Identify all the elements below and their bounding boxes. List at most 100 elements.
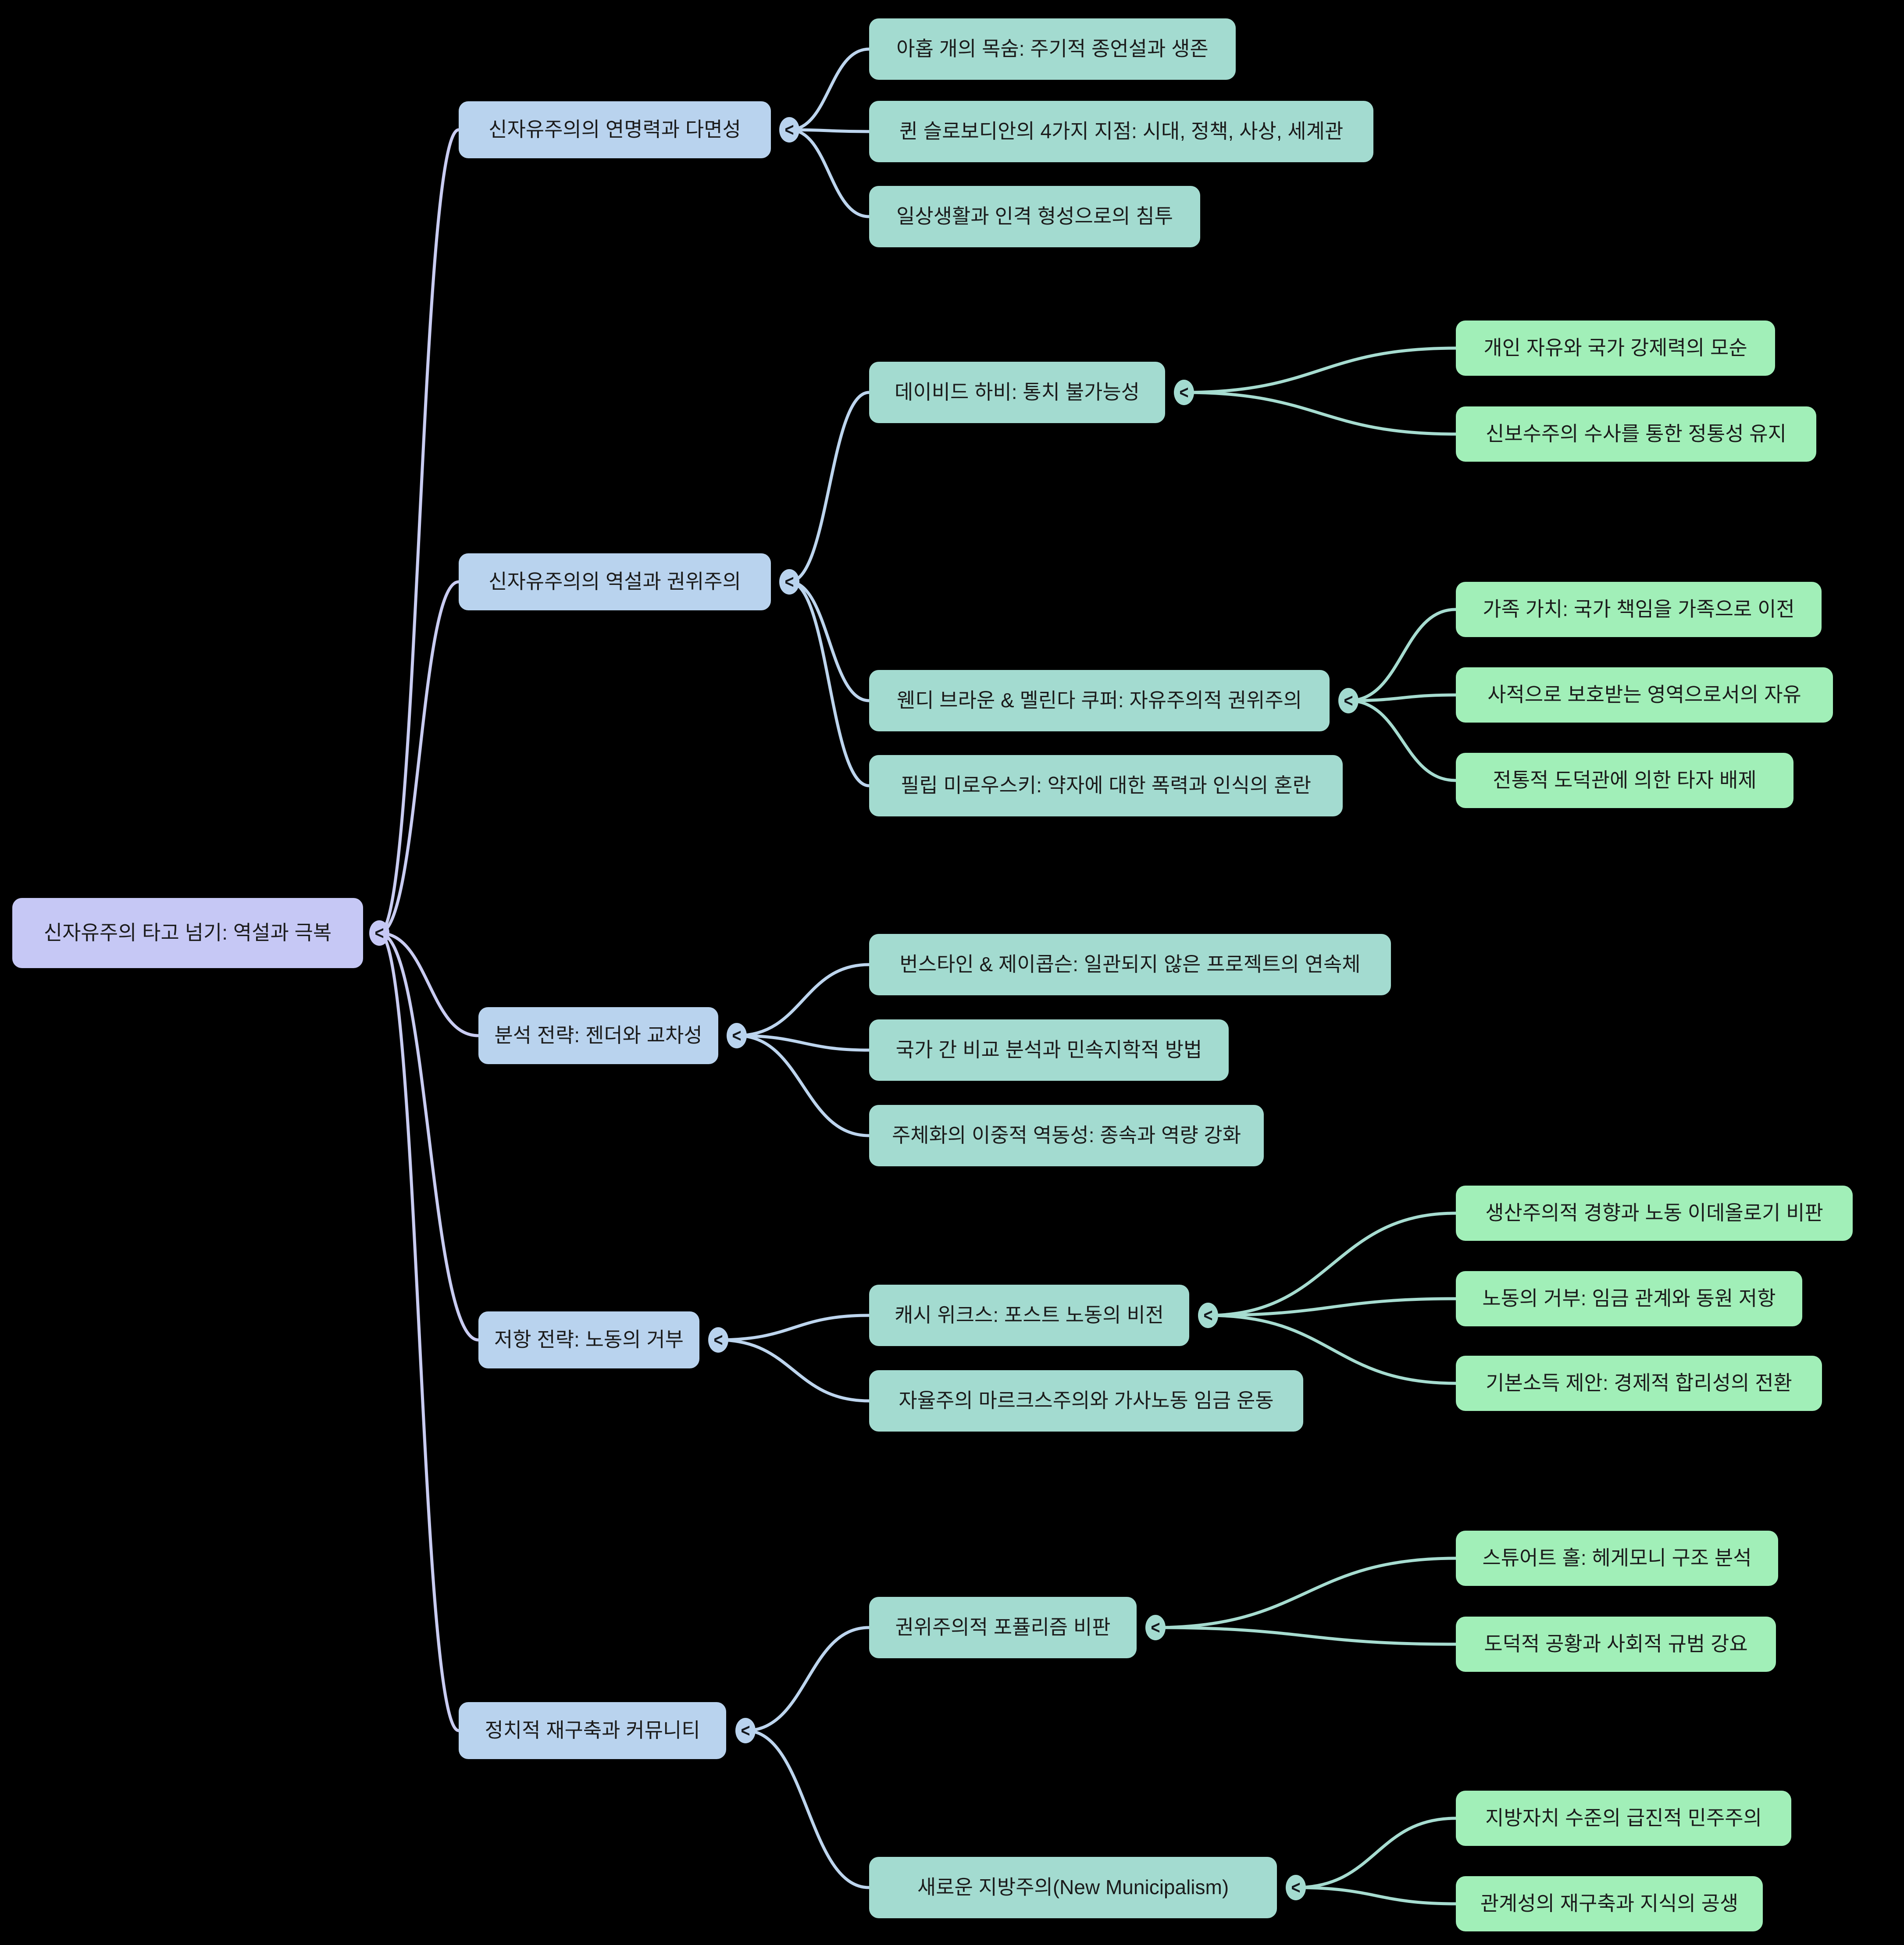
collapse-toggle-paradox[interactable]: < [779, 569, 799, 595]
chevron-left-icon: < [732, 1025, 742, 1046]
link [1154, 1557, 1458, 1629]
link [788, 128, 871, 133]
chevron-left-icon: < [1151, 1617, 1160, 1638]
link [1182, 391, 1458, 436]
link [378, 931, 480, 1342]
node-label: 노동의 거부: 임금 관계와 동원 저항 [1482, 1287, 1776, 1310]
chevron-left-icon: < [713, 1329, 723, 1350]
node-root[interactable]: 신자유주의 타고 넘기: 역설과 극복 [12, 898, 363, 968]
node-refusal-of-work[interactable]: 노동의 거부: 임금 관계와 동원 저항 [1456, 1271, 1802, 1326]
node-stuart-hall[interactable]: 스튜어트 홀: 헤게모니 구조 분석 [1456, 1531, 1778, 1586]
node-subjectivation-dynamics[interactable]: 주체화의 이중적 역동성: 종속과 역량 강화 [869, 1105, 1264, 1166]
node-kathi-weeks[interactable]: 캐시 위크스: 포스트 노동의 비전 [869, 1285, 1189, 1346]
link [788, 580, 871, 702]
collapse-toggle-resistance[interactable]: < [708, 1327, 728, 1353]
node-neoconservative-rhetoric[interactable]: 신보수주의 수사를 통한 정통성 유지 [1456, 406, 1816, 462]
node-productivism-critique[interactable]: 생산주의적 경향과 노동 이데올로기 비판 [1456, 1186, 1853, 1241]
node-bernstein-jacobson[interactable]: 번스타인 & 제이콥슨: 일관되지 않은 프로젝트의 연속체 [869, 934, 1391, 995]
node-label: 사적으로 보호받는 영역으로서의 자유 [1487, 683, 1801, 706]
node-label: 관계성의 재구축과 지식의 공생 [1480, 1892, 1739, 1915]
link [744, 1729, 871, 1889]
node-brown-cooper[interactable]: 웬디 브라운 & 멜린다 쿠퍼: 자유주의적 권위주의 [869, 670, 1330, 731]
node-david-harvey[interactable]: 데이비드 하비: 통치 불가능성 [869, 362, 1165, 423]
link [1206, 1314, 1458, 1385]
link [1154, 1626, 1458, 1646]
collapse-toggle-populism[interactable]: < [1145, 1615, 1166, 1640]
collapse-toggle-municipalism[interactable]: < [1286, 1875, 1306, 1900]
node-label: 가족 가치: 국가 책임을 가족으로 이전 [1483, 598, 1795, 621]
link [378, 580, 460, 935]
node-label: 신자유주의 타고 넘기: 역설과 극복 [43, 921, 332, 944]
node-label: 국가 간 비교 분석과 민속지학적 방법 [895, 1038, 1202, 1062]
node-political-rebuilding[interactable]: 정치적 재구축과 커뮤니티 [459, 1702, 726, 1759]
chevron-left-icon: < [784, 571, 794, 592]
link [788, 47, 871, 132]
node-autonomist-marxism[interactable]: 자율주의 마르크스주의와 가사노동 임금 운동 [869, 1370, 1303, 1432]
collapse-toggle-political[interactable]: < [735, 1718, 756, 1743]
node-label: 번스타인 & 제이콥슨: 일관되지 않은 프로젝트의 연속체 [899, 953, 1361, 976]
node-survivability[interactable]: 신자유주의의 연명력과 다면성 [459, 101, 771, 158]
chevron-left-icon: < [741, 1720, 750, 1741]
chevron-left-icon: < [784, 119, 794, 140]
collapse-toggle-weeks[interactable]: < [1198, 1303, 1218, 1328]
link [744, 1626, 871, 1732]
node-label: 캐시 위크스: 포스트 노동의 비전 [894, 1304, 1164, 1327]
node-relationality-knowledge[interactable]: 관계성의 재구축과 지식의 공생 [1456, 1876, 1763, 1931]
link [717, 1338, 871, 1403]
node-slobodian-four-points[interactable]: 퀸 슬로보디안의 4가지 지점: 시대, 정책, 사상, 세계관 [869, 101, 1373, 162]
link [378, 128, 460, 935]
node-everyday-penetration[interactable]: 일상생활과 인격 형성으로의 침투 [869, 186, 1200, 247]
node-privately-protected-freedom[interactable]: 사적으로 보호받는 영역으로서의 자유 [1456, 667, 1833, 723]
link [1347, 699, 1458, 782]
chevron-left-icon: < [374, 922, 384, 943]
node-basic-income[interactable]: 기본소득 제안: 경제적 합리성의 전환 [1456, 1356, 1822, 1411]
collapse-toggle-survivability[interactable]: < [779, 117, 799, 142]
node-label: 스튜어트 홀: 헤게모니 구조 분석 [1482, 1546, 1752, 1570]
link [1206, 1297, 1458, 1317]
node-label: 신보수주의 수사를 통한 정통성 유지 [1486, 422, 1786, 445]
chevron-left-icon: < [1291, 1877, 1301, 1898]
node-radical-local-democracy[interactable]: 지방자치 수준의 급진적 민주주의 [1456, 1791, 1791, 1846]
node-label: 새로운 지방주의(New Municipalism) [917, 1876, 1229, 1899]
node-analysis-strategy[interactable]: 분석 전략: 젠더와 교차성 [478, 1007, 718, 1064]
node-label: 개인 자유와 국가 강제력의 모순 [1483, 336, 1747, 360]
link [378, 931, 480, 1037]
node-family-values[interactable]: 가족 가치: 국가 책임을 가족으로 이전 [1456, 582, 1822, 637]
node-label: 정치적 재구축과 커뮤니티 [485, 1719, 700, 1742]
node-label: 웬디 브라운 & 멜린다 쿠퍼: 자유주의적 권위주의 [896, 689, 1302, 712]
link [735, 963, 871, 1037]
node-comparative-ethnography[interactable]: 국가 간 비교 분석과 민속지학적 방법 [869, 1019, 1229, 1081]
collapse-toggle-harvey[interactable]: < [1174, 380, 1194, 405]
link [1182, 346, 1458, 394]
node-resistance-strategy[interactable]: 저항 전략: 노동의 거부 [478, 1311, 699, 1368]
chevron-left-icon: < [1203, 1304, 1213, 1325]
node-traditional-morality-exclusion[interactable]: 전통적 도덕관에 의한 타자 배제 [1456, 753, 1793, 808]
link [717, 1314, 871, 1342]
chevron-left-icon: < [1179, 381, 1189, 403]
node-nine-lives[interactable]: 아홉 개의 목숨: 주기적 종언설과 생존 [869, 18, 1236, 80]
link [788, 128, 871, 218]
link [735, 1034, 871, 1052]
node-label: 지방자치 수준의 급진적 민주주의 [1485, 1806, 1762, 1830]
node-label: 자율주의 마르크스주의와 가사노동 임금 운동 [899, 1389, 1274, 1412]
node-authoritarian-populism[interactable]: 권위주의적 포퓰리즘 비판 [869, 1597, 1137, 1658]
link [1347, 608, 1458, 702]
node-label: 저항 전략: 노동의 거부 [494, 1328, 684, 1351]
link [788, 391, 871, 584]
node-mirowski[interactable]: 필립 미로우스키: 약자에 대한 폭력과 인식의 혼란 [869, 755, 1343, 816]
node-moral-panic[interactable]: 도덕적 공황과 사회적 규범 강요 [1456, 1617, 1776, 1672]
node-label: 퀸 슬로보디안의 4가지 지점: 시대, 정책, 사상, 세계관 [899, 120, 1344, 143]
collapse-toggle-brown-cooper[interactable]: < [1338, 688, 1358, 713]
node-label: 아홉 개의 목숨: 주기적 종언설과 생존 [896, 37, 1209, 61]
node-new-municipalism[interactable]: 새로운 지방주의(New Municipalism) [869, 1857, 1277, 1918]
link [735, 1034, 871, 1137]
collapse-toggle-root[interactable]: < [369, 920, 389, 946]
node-freedom-coercion-contradiction[interactable]: 개인 자유와 국가 강제력의 모순 [1456, 321, 1775, 376]
collapse-toggle-analysis[interactable]: < [727, 1023, 747, 1048]
node-label: 도덕적 공황과 사회적 규범 강요 [1484, 1632, 1748, 1656]
link [1294, 1817, 1458, 1889]
link [1347, 693, 1458, 702]
node-paradox-authoritarianism[interactable]: 신자유주의의 역설과 권위주의 [459, 553, 771, 610]
